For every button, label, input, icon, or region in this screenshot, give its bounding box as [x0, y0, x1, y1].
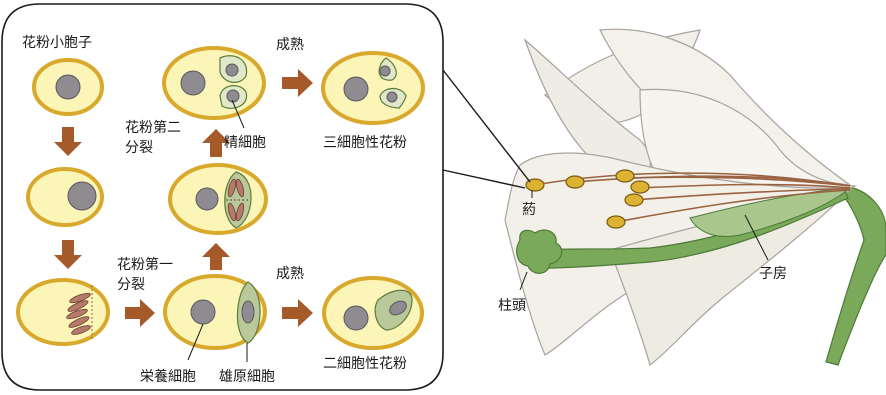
generative-nucleus — [242, 301, 254, 323]
bicellular-young-cell — [165, 276, 265, 348]
vegetative-cell-label: 栄養細胞 — [140, 368, 196, 385]
lily-flower-illustration: 葯 柱頭 子房 — [498, 29, 886, 365]
vegetative-nucleus — [181, 71, 205, 95]
tricellular-pollen-label: 三細胞性花粉 — [323, 135, 407, 151]
anther-label: 葯 — [522, 202, 536, 218]
maturation-top-label: 成熟 — [276, 37, 304, 53]
vegetative-nucleus — [196, 188, 218, 210]
generative-cell-label: 雄原細胞 — [219, 369, 275, 385]
anther-3 — [616, 170, 634, 182]
two-sperm-cells-cell — [164, 48, 264, 118]
anther-5 — [625, 194, 643, 206]
maturation-bottom-label: 成熟 — [276, 266, 304, 282]
bicellular-pollen-label: 二細胞性花粉 — [323, 356, 407, 372]
second-division-label-line1: 花粉第二 — [125, 119, 181, 136]
vegetative-nucleus — [191, 300, 215, 324]
sperm-cell-label: 精細胞 — [224, 135, 266, 151]
vegetative-nucleus — [344, 306, 368, 330]
callout-pointer-top — [443, 70, 530, 182]
microspore-polarized-cell — [28, 169, 102, 225]
anther-6 — [607, 216, 625, 228]
anther-4 — [631, 181, 649, 193]
flower-stem — [826, 186, 886, 365]
callout-pointer-bottom — [443, 170, 525, 188]
sperm-nucleus-upper — [226, 64, 238, 76]
microspore-dividing-cell — [18, 280, 108, 344]
anther-2 — [566, 176, 584, 188]
stigma-label: 柱頭 — [498, 298, 526, 314]
sperm-nucleus-lower — [387, 92, 397, 102]
vegetative-nucleus — [344, 77, 368, 101]
nucleus — [68, 182, 96, 210]
first-division-label-line2: 分裂 — [117, 277, 145, 293]
microspore-label: 花粉小胞子 — [22, 35, 92, 51]
second-division-label-line2: 分裂 — [125, 140, 153, 156]
generative-dividing-cell — [170, 165, 266, 233]
first-division-label-line1: 花粉第一 — [117, 256, 173, 273]
sperm-nucleus-lower — [227, 90, 239, 102]
ovary-label: 子房 — [759, 266, 787, 282]
bicellular-pollen-cell — [324, 278, 422, 348]
tricellular-pollen-cell — [323, 53, 423, 123]
sperm-nucleus-upper — [380, 66, 390, 76]
microspore-cell — [34, 60, 102, 114]
nucleus — [56, 75, 80, 99]
